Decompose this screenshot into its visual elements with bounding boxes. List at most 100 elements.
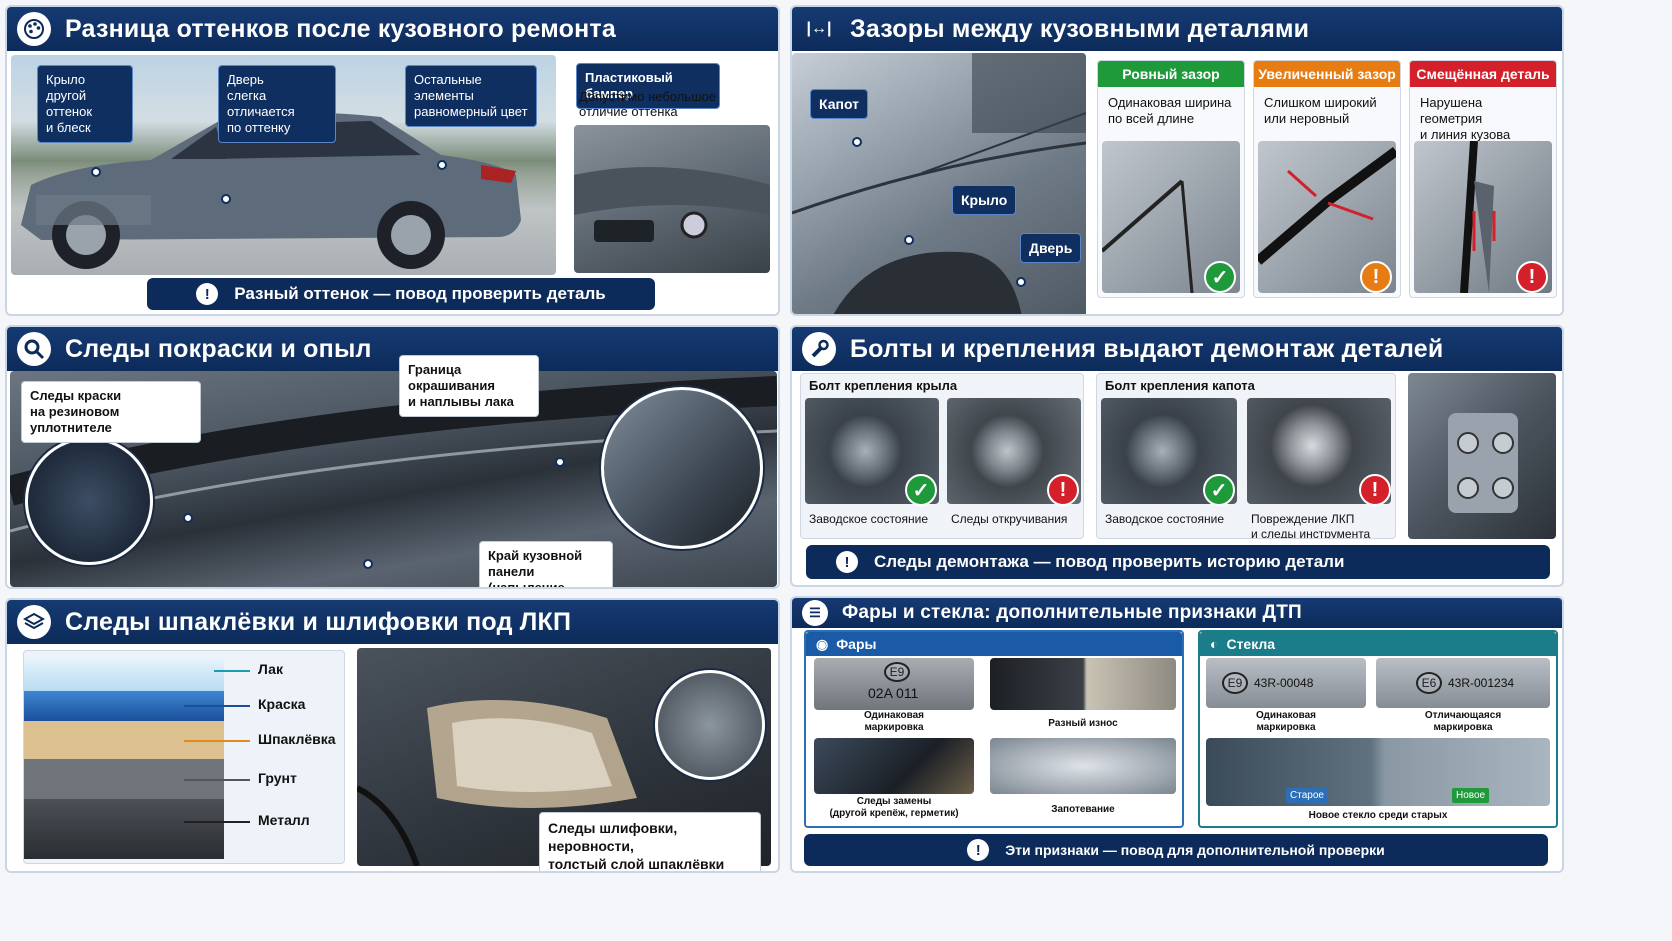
- headlight-icon: ☰: [802, 600, 828, 626]
- panel-header: |↔| Зазоры между кузовными деталями: [792, 7, 1562, 51]
- group-title: Болт крепления крыла: [809, 378, 958, 393]
- putty-note: Следы шлифовки, неровности, толстый слой…: [539, 812, 761, 871]
- subheader-text: Фары: [836, 636, 877, 652]
- e-mark: E6: [1416, 672, 1442, 694]
- bolts-warning-banner: ! Следы демонтажа — повод проверить исто…: [806, 545, 1550, 579]
- caption-replacement: Следы замены (другой крепёж, герметик): [829, 796, 959, 819]
- bumper-photo: [574, 125, 770, 273]
- group-title: Болт крепления капота: [1105, 378, 1255, 393]
- group-hood-bolt: Болт крепления капота ✓ ! Заводское сост…: [1096, 373, 1396, 539]
- magnifier-icon: [17, 332, 51, 366]
- panel-header: Следы шпаклёвки и шлифовки под ЛКП: [7, 600, 778, 644]
- card-even-gap: Ровный зазор Одинаковая ширина по всей д…: [1097, 60, 1245, 298]
- marker-fender: [91, 167, 101, 177]
- old-glass-tag: Старое: [1286, 788, 1328, 803]
- layer-label: Шпаклёвка: [258, 731, 336, 747]
- marker-seal: [183, 513, 193, 523]
- caption-same-marking: Одинаковая маркировка: [863, 710, 925, 733]
- tag-door: Дверь: [1020, 233, 1082, 263]
- callout-fender: Крыло другой оттенок и блеск: [37, 65, 133, 143]
- exclamation-icon: !: [836, 551, 858, 573]
- card-head: Смещённая деталь: [1410, 61, 1556, 87]
- leader-line: [184, 740, 250, 742]
- card-desc: Нарушена геометрия и линия кузова: [1420, 95, 1511, 142]
- caption-different-glass-marking: Отличающаяся маркировка: [1424, 710, 1502, 733]
- card-head: Ровный зазор: [1098, 61, 1244, 87]
- glass-code: 43R-001234: [1448, 676, 1515, 690]
- leader-line: [184, 705, 250, 707]
- glass-marking-photo: E9 43R-00048: [1206, 658, 1366, 708]
- card-desc: Слишком широкий или неровный: [1264, 95, 1377, 126]
- warning-icon: !: [1360, 261, 1392, 293]
- leader-line: [184, 821, 250, 823]
- caption-factory: Заводское состояние: [1105, 512, 1224, 526]
- gap-arrows-icon: |↔|: [806, 20, 832, 37]
- caption-same-glass-marking: Одинаковая маркировка: [1255, 710, 1317, 733]
- marker-fender: [904, 235, 914, 245]
- panel-header: ☰ Фары и стекла: дополнительные признаки…: [792, 598, 1562, 628]
- banner-text: Эти признаки — повод для дополнительной …: [1005, 842, 1385, 858]
- callout-other-parts: Остальные элементы равномерный цвет: [405, 65, 537, 127]
- caption-wear: Разный износ: [1048, 718, 1118, 729]
- headlight-small-icon: ◉: [816, 635, 829, 652]
- panel-putty: Следы шпаклёвки и шлифовки под ЛКП Лак К…: [5, 598, 780, 873]
- callout-seal-paint: Следы краски на резиновом уплотнителе: [21, 381, 201, 443]
- panel-lights-glass: ☰ Фары и стекла: дополнительные признаки…: [790, 596, 1564, 873]
- headlights-block: ◉ Фары E9 02A 011 Одинаковая маркировка …: [804, 630, 1184, 828]
- danger-icon: !: [1516, 261, 1548, 293]
- hinge-bolts-photo: [1408, 373, 1556, 539]
- glass-block: ◐ Стекла E9 43R-00048 E6 43R-001234 Один…: [1198, 630, 1558, 828]
- zoom-panel-edge-lens: [601, 387, 763, 549]
- caption-factory: Заводское состояние: [809, 512, 928, 526]
- glass-subheader: ◐ Стекла: [1200, 632, 1556, 656]
- fogging-photo: [990, 738, 1176, 794]
- panel-bolts: Болты и крепления выдают демонтаж детале…: [790, 325, 1564, 587]
- palette-icon: [17, 12, 51, 46]
- panel-title: Следы шпаклёвки и шлифовки под ЛКП: [65, 607, 572, 636]
- danger-icon: !: [1047, 474, 1079, 506]
- panel-gaps: |↔| Зазоры между кузовными деталями Капо…: [790, 5, 1564, 316]
- zoom-seal-lens: [25, 437, 153, 565]
- tag-fender: Крыло: [952, 185, 1017, 215]
- glass-small-icon: ◐: [1210, 636, 1219, 652]
- marker-door: [221, 194, 231, 204]
- color-warning-banner: ! Разный оттенок — повод проверить детал…: [147, 278, 655, 310]
- layer-label: Краска: [258, 696, 306, 712]
- lights-warning-banner: ! Эти признаки — повод для дополнительно…: [804, 834, 1548, 866]
- marking-photo: E9 02A 011: [814, 658, 974, 710]
- windshields-photo: Старое Новое: [1206, 738, 1550, 806]
- ok-check-icon: ✓: [905, 474, 937, 506]
- marker-panel-edge: [363, 559, 373, 569]
- card-desc: Одинаковая ширина по всей длине: [1108, 95, 1232, 126]
- panel-title: Болты и крепления выдают демонтаж детале…: [850, 334, 1444, 363]
- new-glass-tag: Новое: [1452, 788, 1490, 803]
- glass-marking-photo-different: E6 43R-001234: [1376, 658, 1550, 708]
- card-shifted-part: Смещённая деталь Нарушена геометрия и ли…: [1409, 60, 1557, 298]
- layer-label: Лак: [258, 661, 283, 677]
- callout-paint-border: Граница окрашивания и наплывы лака: [399, 355, 539, 417]
- layers-icon: [17, 605, 51, 639]
- panel-color-difference: Разница оттенков после кузовного ремонта…: [5, 5, 780, 316]
- caption-new-glass: Новое стекло среди старых: [1308, 810, 1448, 821]
- card-head: Увеличенный зазор: [1254, 61, 1400, 87]
- caption-fogging: Запотевание: [1051, 804, 1115, 815]
- layer-label: Металл: [258, 812, 310, 828]
- subheader-text: Стекла: [1226, 636, 1276, 652]
- panel-title: Следы покраски и опыл: [65, 334, 372, 363]
- group-fender-bolt: Болт крепления крыла ✓ ! Заводское состо…: [800, 373, 1084, 539]
- marker-paint-border: [555, 457, 565, 467]
- banner-text: Разный оттенок — повод проверить деталь: [234, 284, 606, 303]
- panel-header: Болты и крепления выдают демонтаж детале…: [792, 327, 1562, 371]
- panel-header: Разница оттенков после кузовного ремонта: [7, 7, 778, 51]
- panel-title: Зазоры между кузовными деталями: [850, 14, 1310, 43]
- wear-photo: [990, 658, 1176, 710]
- leader-line: [214, 670, 250, 672]
- ok-check-icon: ✓: [1203, 474, 1235, 506]
- bumper-title: Пластиковый бампер: [576, 63, 720, 109]
- wrench-icon: [802, 332, 836, 366]
- callout-panel-edge: Край кузовной панели (напыление краски): [479, 541, 613, 587]
- layer-clearcoat: [24, 657, 224, 691]
- exclamation-icon: !: [967, 839, 990, 861]
- exclamation-icon: !: [196, 283, 219, 305]
- card-wide-gap: Увеличенный зазор Слишком широкий или не…: [1253, 60, 1401, 298]
